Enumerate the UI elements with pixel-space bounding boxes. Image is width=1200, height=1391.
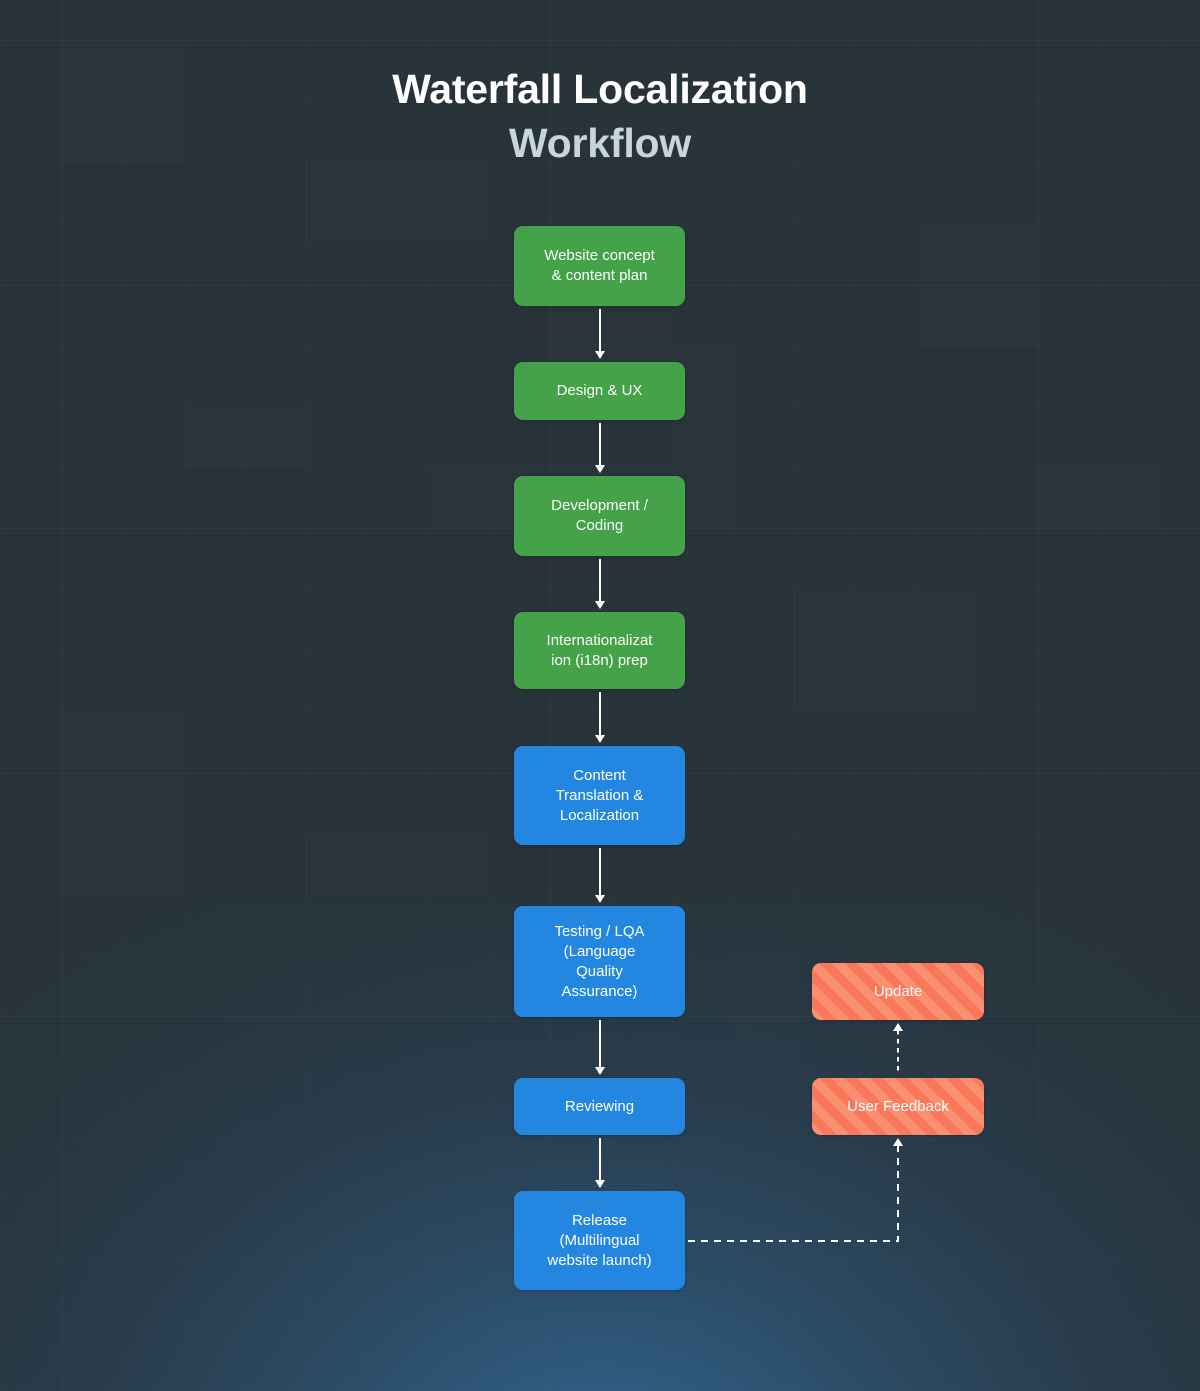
node-label-user-feedback: User Feedback [847, 1097, 949, 1115]
page-title: Waterfall Localization Workflow [0, 62, 1200, 170]
connector-i18n-to-translation-line [598, 692, 601, 736]
connector-website-to-design-arrowhead [594, 351, 605, 359]
connector-release-to-feedback-v [897, 1145, 899, 1241]
node-website-concept[interactable]: Website concept & content plan [514, 226, 685, 306]
connector-release-to-feedback-arrowhead [893, 1138, 903, 1146]
connector-reviewing-to-release-line [598, 1138, 601, 1181]
node-label-design-ux: Design & UX [556, 382, 643, 399]
connector-development-to-i18n-arrowhead [594, 601, 605, 609]
node-content-translation[interactable]: Content Translation & Localization [514, 746, 685, 845]
node-release[interactable]: Release (Multilingual website launch) [514, 1191, 685, 1290]
connector-design-to-development-arrowhead [594, 465, 605, 473]
title-line-primary: Waterfall Localization [392, 66, 808, 112]
node-label-reviewing: Reviewing [564, 1097, 635, 1115]
connector-i18n-to-translation-arrowhead [594, 735, 605, 743]
node-i18n-prep[interactable]: Internationalizat ion (i18n) prep [514, 612, 685, 689]
node-label-i18n-prep: Internationalizat ion (i18n) prep [546, 631, 653, 669]
connector-feedback-to-update-line [897, 1030, 899, 1075]
connector-design-to-development-line [598, 423, 601, 466]
connector-website-to-design-line [598, 309, 601, 352]
connector-testing-to-reviewing-arrowhead [594, 1067, 605, 1075]
connector-translation-to-testing-line [598, 848, 601, 896]
title-line-secondary: Workflow [508, 120, 692, 166]
node-label-update: Update [873, 982, 923, 1000]
connector-development-to-i18n-line [598, 559, 601, 602]
node-label-development: Development / Coding [551, 497, 648, 534]
node-label-release: Release (Multilingual website launch) [547, 1211, 652, 1269]
node-testing-lqa[interactable]: Testing / LQA (Language Quality Assuranc… [514, 906, 685, 1017]
node-label-website-concept: Website concept & content plan [544, 247, 655, 284]
node-design-ux[interactable]: Design & UX [514, 362, 685, 420]
connector-release-to-feedback-h [688, 1239, 899, 1242]
connector-translation-to-testing-arrowhead [594, 895, 605, 903]
node-label-content-translation: Content Translation & Localization [555, 766, 644, 824]
connector-testing-to-reviewing-line [598, 1020, 601, 1068]
node-update[interactable]: Update [812, 963, 984, 1020]
node-reviewing[interactable]: Reviewing [514, 1078, 685, 1135]
node-user-feedback[interactable]: User Feedback [812, 1078, 984, 1135]
node-development[interactable]: Development / Coding [514, 476, 685, 556]
node-label-testing-lqa: Testing / LQA (Language Quality Assuranc… [554, 922, 645, 1000]
connector-reviewing-to-release-arrowhead [594, 1180, 605, 1188]
connector-feedback-to-update-arrowhead [893, 1023, 903, 1031]
